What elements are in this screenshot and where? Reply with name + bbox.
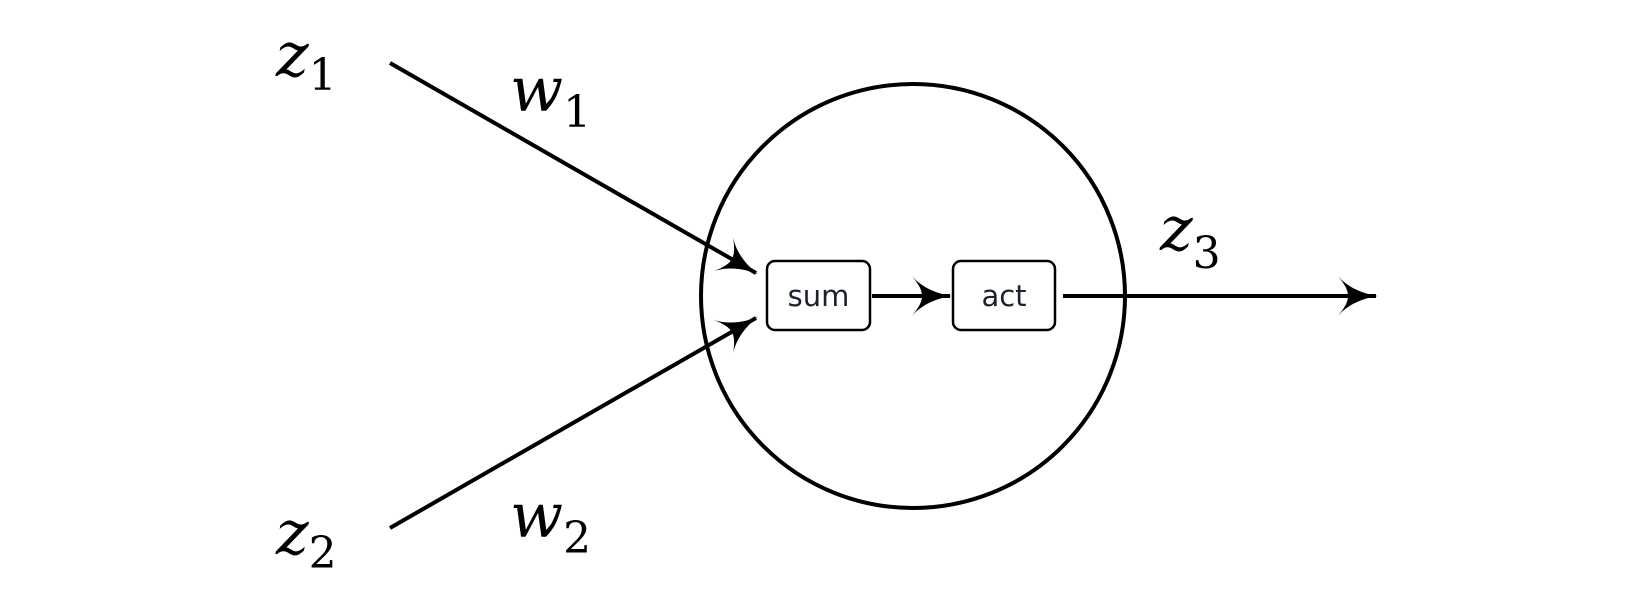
output-label: z3	[1159, 192, 1221, 279]
input-edge-2	[389, 316, 758, 530]
input-edge-1	[389, 61, 758, 275]
activation-box	[951, 259, 1057, 332]
weight-label-2: w2	[510, 479, 591, 564]
input-label-2: z2	[275, 496, 337, 579]
sum-box	[765, 259, 872, 332]
activation-label: act	[981, 279, 1026, 313]
weight-label-1: w1	[510, 53, 591, 138]
input-label-1: z1	[275, 18, 337, 101]
sum-label: sum	[788, 279, 850, 313]
